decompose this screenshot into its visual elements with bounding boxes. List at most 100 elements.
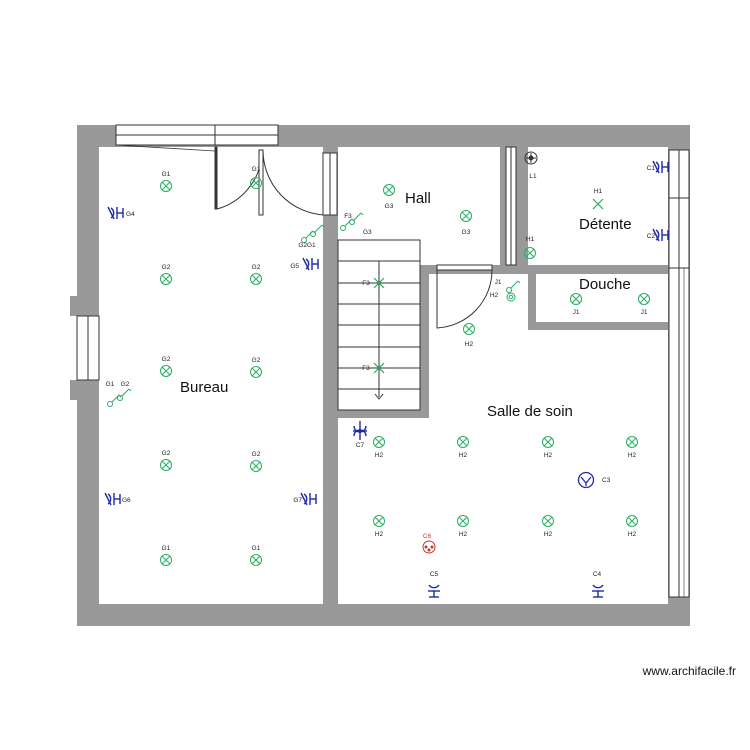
switch-icon (506, 280, 521, 293)
symbol-label: G1 (252, 166, 261, 173)
switch-icon (349, 212, 364, 225)
symbol-label: G2 (252, 451, 261, 458)
ceiling-light-icon (463, 323, 475, 335)
symbol-label: H2 (490, 292, 499, 299)
ceiling-light-icon (570, 293, 582, 305)
ceiling-light-icon (542, 436, 554, 448)
room-label-douche: Douche (579, 276, 631, 293)
symbol-label: H2 (465, 341, 474, 348)
light-point-icon (592, 198, 604, 210)
symbol-label: F3 (344, 213, 352, 220)
ceiling-light-icon (460, 210, 472, 222)
symbol-label: G5 (290, 263, 299, 270)
switch-icon (506, 292, 516, 302)
symbol-label: C7 (356, 442, 365, 449)
symbol-label: C2 (647, 233, 656, 240)
symbol-label: G3 (363, 229, 372, 236)
ceiling-light-icon (160, 180, 172, 192)
red-outlet-icon (422, 540, 436, 554)
symbol-label: G4 (126, 211, 135, 218)
symbol-label: G2 (162, 264, 171, 271)
symbol-label: G1 (162, 545, 171, 552)
outlet-icon (428, 584, 440, 598)
light-point-icon (373, 362, 385, 374)
ceiling-light-icon (524, 247, 536, 259)
pendant-light-icon (524, 151, 538, 165)
windows (70, 124, 690, 598)
symbol-label: G6 (122, 497, 131, 504)
ceiling-light-icon (626, 436, 638, 448)
ceiling-light-icon (160, 554, 172, 566)
symbol-label: H2 (544, 531, 553, 538)
symbol-label: G3 (385, 203, 394, 210)
symbol-label: H2 (375, 452, 384, 459)
staircase (337, 239, 421, 411)
ceiling-light-icon (638, 293, 650, 305)
symbol-label: G1 (252, 545, 261, 552)
symbol-label: G2 (121, 381, 130, 388)
floor-outlet-icon (577, 471, 595, 489)
wall-outlet-icon (300, 492, 317, 506)
symbol-label: C3 (602, 477, 611, 484)
symbol-label: H2 (628, 452, 637, 459)
symbol-label: C4 (593, 571, 602, 578)
symbol-label: L1 (529, 173, 537, 180)
ceiling-light-icon (383, 184, 395, 196)
ceiling-light-icon (250, 554, 262, 566)
symbol-label: H1 (594, 188, 603, 195)
room-label-hall: Hall (405, 190, 431, 207)
symbol-label: H2 (375, 531, 384, 538)
symbol-label: G2 (162, 356, 171, 363)
ceiling-light-icon (250, 177, 262, 189)
ceiling-light-icon (250, 273, 262, 285)
symbol-label: F3 (362, 280, 370, 287)
symbol-label: H1 (526, 236, 535, 243)
ceiling-light-icon (160, 365, 172, 377)
symbol-label: C6 (423, 533, 432, 540)
symbol-label: G2 (252, 357, 261, 364)
outlet-icon (592, 584, 604, 598)
wall-outlet-icon (302, 257, 319, 271)
symbol-label: G1 (162, 171, 171, 178)
ceiling-light-icon (373, 436, 385, 448)
ceiling-light-icon (160, 459, 172, 471)
outlet-icon (353, 421, 367, 440)
archifacile-credit: www.archifacile.fr (642, 664, 736, 678)
light-point-icon (373, 277, 385, 289)
symbol-label: G3 (462, 229, 471, 236)
ceiling-light-icon (250, 460, 262, 472)
wall-outlet-icon (652, 228, 669, 242)
room-label-detente: Détente (579, 216, 632, 233)
symbol-label: C5 (430, 571, 439, 578)
symbol-label: H2 (544, 452, 553, 459)
symbol-label: G7 (293, 497, 302, 504)
wall-outlet-icon (652, 160, 669, 174)
symbol-label: F3 (362, 365, 370, 372)
room-label-salle-de-soin: Salle de soin (487, 403, 573, 420)
wall-outlet-icon (107, 206, 124, 220)
ceiling-light-icon (542, 515, 554, 527)
symbol-label: H2 (628, 531, 637, 538)
ceiling-light-icon (373, 515, 385, 527)
ceiling-light-icon (626, 515, 638, 527)
room-label-bureau: Bureau (180, 379, 228, 396)
symbol-label: H2 (459, 531, 468, 538)
symbol-label: G2 (252, 264, 261, 271)
ceiling-light-icon (457, 515, 469, 527)
symbol-label: G1 (106, 381, 115, 388)
switch-icon (310, 224, 325, 237)
ceiling-light-icon (250, 366, 262, 378)
wall-outlet-icon (104, 492, 121, 506)
symbol-label: J1 (495, 279, 502, 286)
symbol-label: C1 (647, 165, 656, 172)
ceiling-light-icon (457, 436, 469, 448)
symbol-label: G2 (162, 450, 171, 457)
ceiling-light-icon (160, 273, 172, 285)
symbol-label: G2G1 (298, 242, 316, 249)
symbol-label: J1 (573, 309, 580, 316)
symbol-label: J1 (641, 309, 648, 316)
symbol-label: H2 (459, 452, 468, 459)
switch-icon (117, 388, 132, 401)
